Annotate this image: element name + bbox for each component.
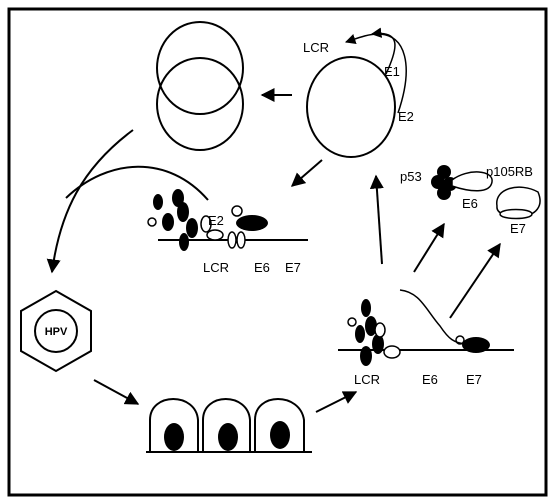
arrow-to-middle-genome <box>292 160 322 186</box>
label-lcr-top: LCR <box>303 40 329 55</box>
label-p105rb: p105RB <box>486 164 533 179</box>
lower-genome <box>338 290 514 366</box>
label-hpv: HPV <box>45 326 68 338</box>
arrow-to-p53 <box>414 224 444 272</box>
label-e1: E1 <box>384 64 400 79</box>
p53-e6-complex <box>431 165 492 200</box>
label-e6-right: E6 <box>462 196 478 211</box>
middle-genome <box>148 189 308 251</box>
basal-cells <box>146 399 312 452</box>
replicating-episomes <box>157 22 243 150</box>
label-e2-mid: E2 <box>208 213 224 228</box>
label-e7-right: E7 <box>510 221 526 236</box>
arrow-to-cells <box>94 380 138 404</box>
label-p53: p53 <box>400 169 422 184</box>
label-e7-bottom: E7 <box>466 372 482 387</box>
label-lcr-mid: LCR <box>203 260 229 275</box>
label-e6-mid: E6 <box>254 260 270 275</box>
p105rb-e7-complex <box>497 187 540 218</box>
arrow-to-genome <box>316 392 356 412</box>
label-e2-top: E2 <box>398 109 414 124</box>
label-e7-mid: E7 <box>285 260 301 275</box>
label-e6-bottom: E6 <box>422 372 438 387</box>
arrow-to-p105rb <box>450 244 500 318</box>
label-lcr-bottom: LCR <box>354 372 380 387</box>
arrow-up-to-episome <box>376 176 382 264</box>
